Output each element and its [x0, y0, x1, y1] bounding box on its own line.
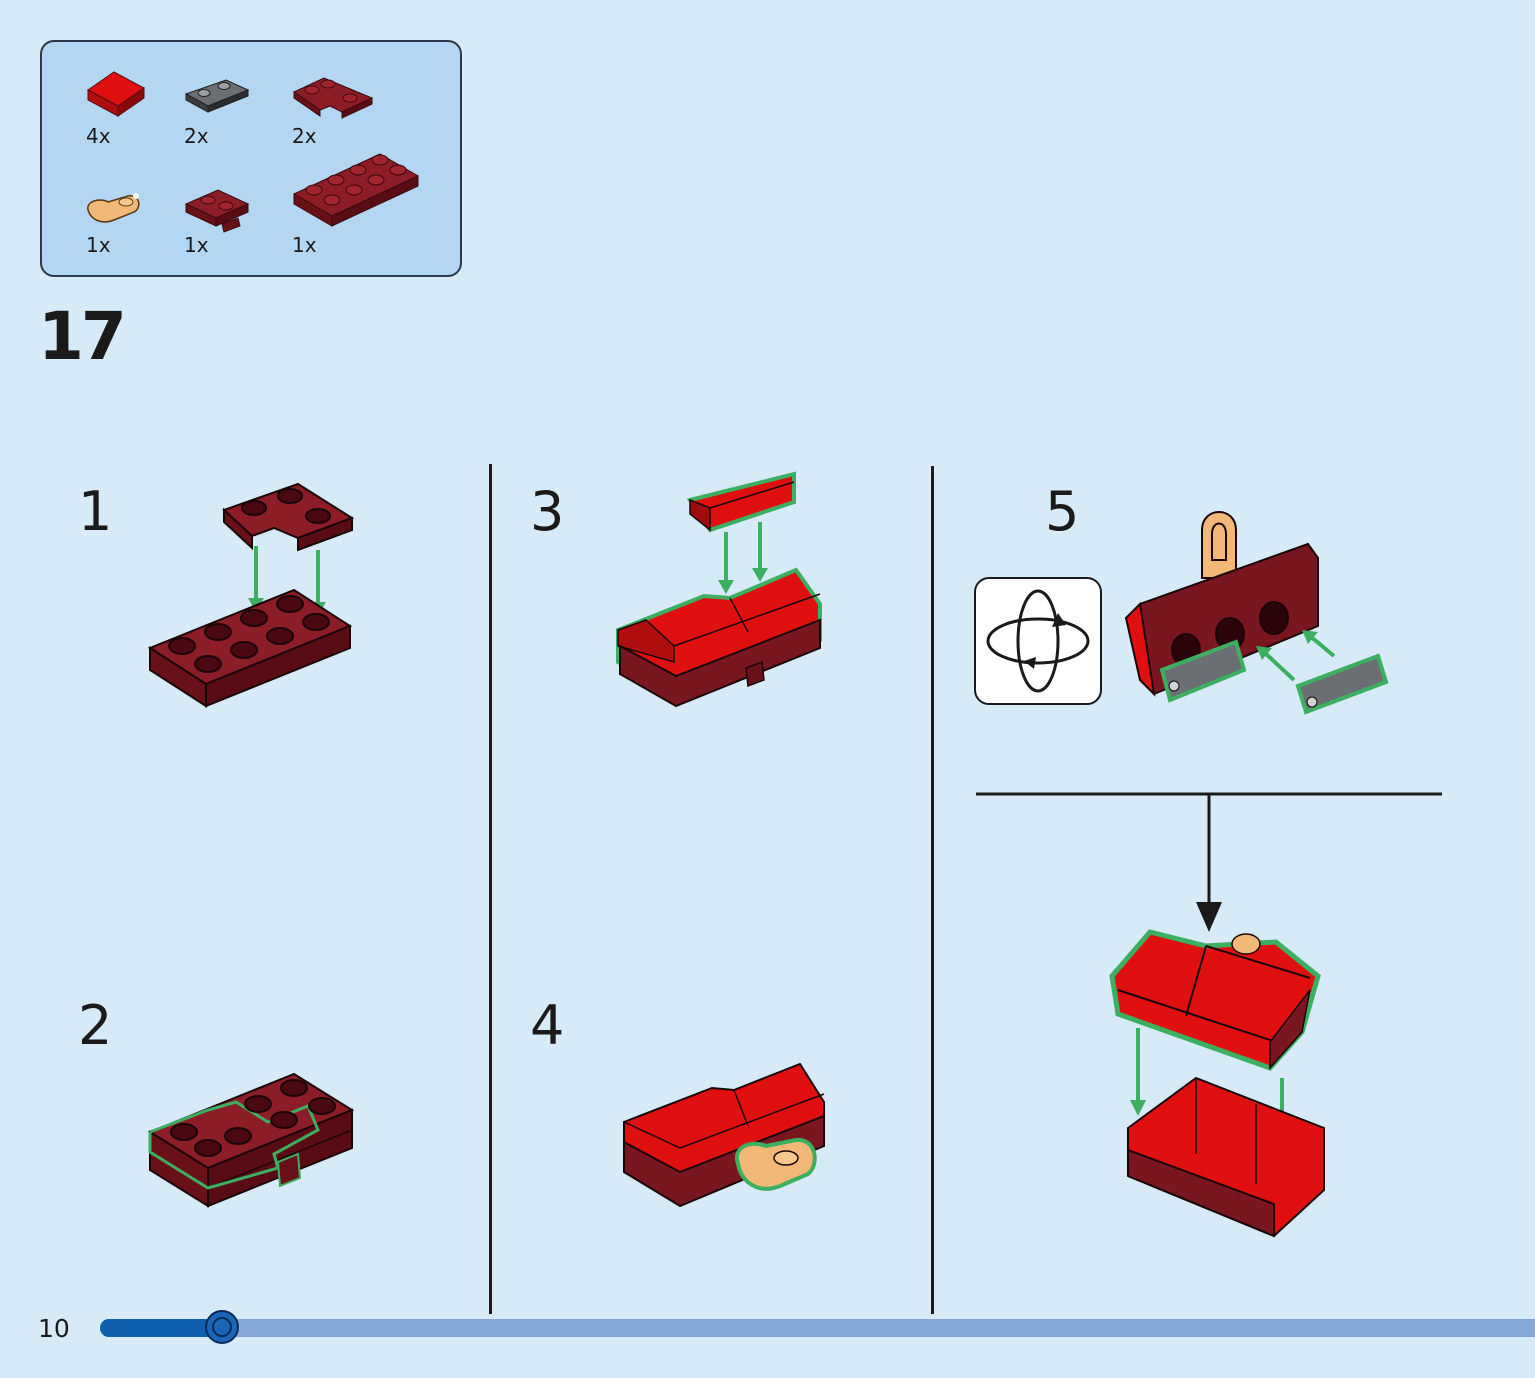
rotate-model-icon: [974, 577, 1102, 705]
part-qty: 2x: [184, 124, 209, 148]
substep-1-illustration: [147, 482, 355, 708]
step-number: 17: [38, 298, 127, 375]
part-qty: 1x: [86, 233, 111, 257]
substep-4-illustration: [623, 1062, 825, 1208]
substep-number: 3: [530, 480, 565, 543]
substep-number: 1: [78, 480, 113, 543]
substep-3-illustration: [616, 471, 822, 708]
grey-hinge-plate-icon: [184, 79, 250, 113]
page-number: 10: [38, 1314, 70, 1343]
progress-track: [100, 1319, 1535, 1337]
substep-number: 4: [530, 994, 565, 1057]
dark-red-2x4-plate-icon: [292, 153, 420, 227]
column-divider: [931, 466, 934, 1314]
substep-5-illustration: [1124, 511, 1389, 715]
callout-connector: [976, 792, 1442, 932]
progress-fill: [100, 1319, 222, 1337]
substep-number: 2: [78, 994, 113, 1057]
red-slope-brick-icon: [87, 71, 145, 117]
substep-5-result-illustration: [1109, 929, 1325, 1238]
substep-number: 5: [1045, 480, 1080, 543]
part-qty: 1x: [292, 233, 317, 257]
dark-red-plate-with-tab-icon: [184, 189, 250, 233]
substep-2-illustration: [147, 1072, 355, 1208]
part-qty: 2x: [292, 124, 317, 148]
dark-red-corner-plate-icon: [292, 77, 374, 119]
column-divider: [489, 464, 492, 1314]
progress-knob[interactable]: [205, 1310, 239, 1344]
parts-list-panel: 4x 2x 2x 1x 1x: [40, 40, 462, 277]
part-qty: 1x: [184, 233, 209, 257]
part-qty: 4x: [86, 124, 111, 148]
tan-clip-plate-icon: [87, 193, 140, 223]
